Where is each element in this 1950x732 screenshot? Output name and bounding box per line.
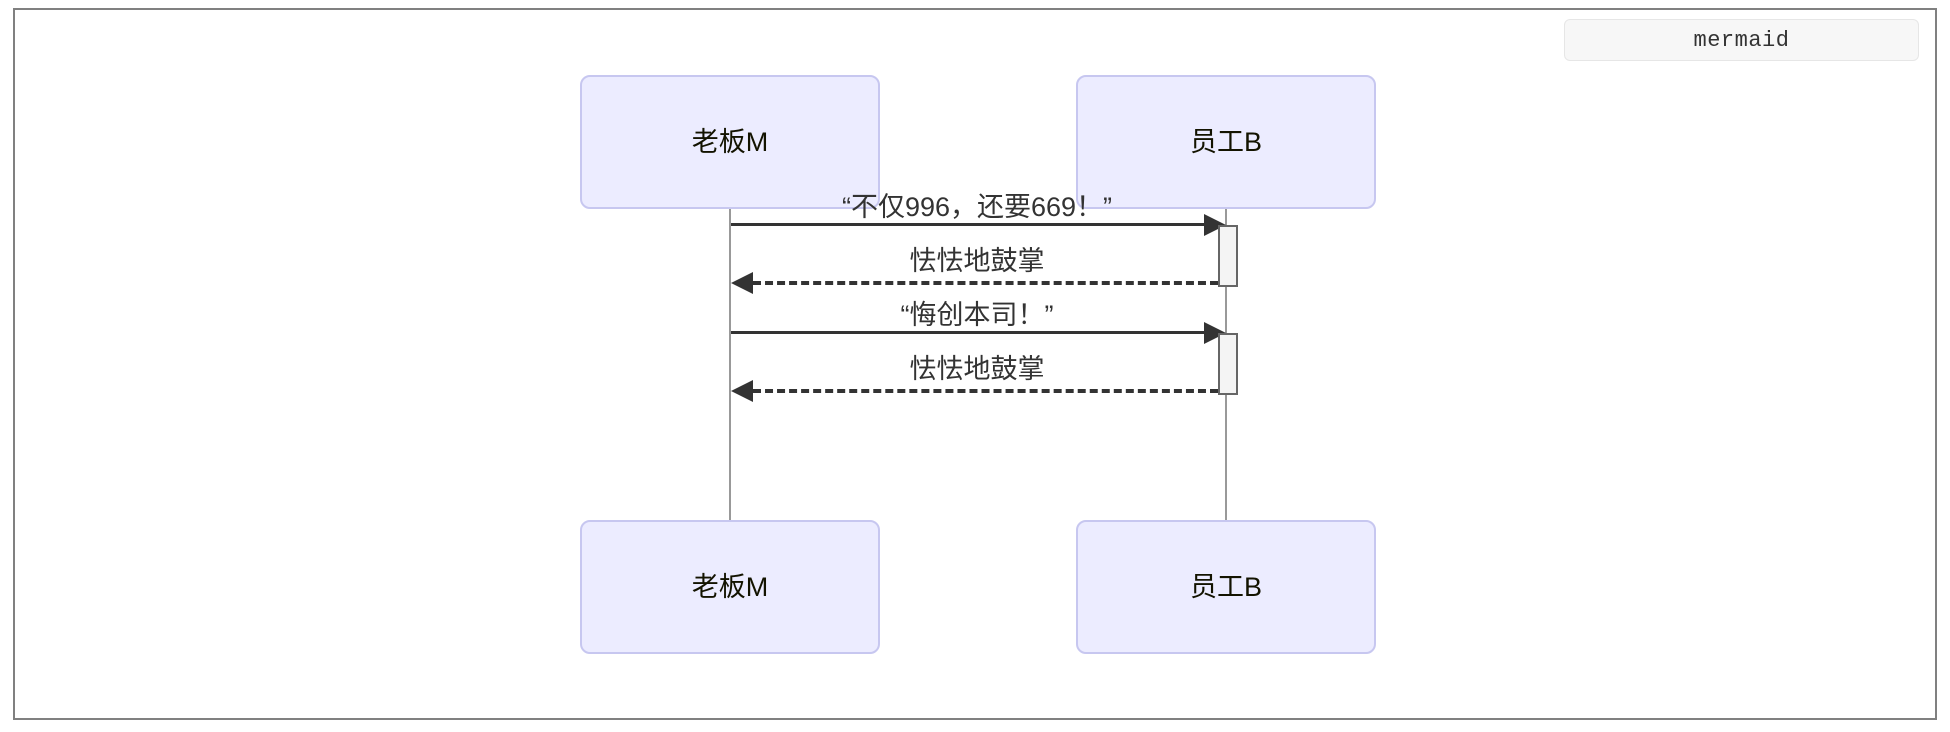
participant-box-employee-top[interactable]: 员工B [1076,75,1376,209]
message-label-4: 怯怯地鼓掌 [909,354,1045,384]
participant-label-boss-bottom: 老板M [691,571,769,602]
message-label-2: 怯怯地鼓掌 [909,246,1045,276]
mermaid-label-chip: mermaid [1564,19,1919,61]
participant-label-employee-top: 员工B [1189,126,1262,157]
mermaid-diagram-frame: mermaid 老板M 员工B “不仅996，还要669！” 怯怯地鼓掌 “悔创… [13,8,1937,720]
participant-label-employee-bottom: 员工B [1189,571,1262,602]
activation-bar-employee-1 [1218,225,1238,287]
participant-box-employee-bottom[interactable]: 员工B [1076,520,1376,654]
message-line-2 [753,281,1218,285]
participant-label-boss-top: 老板M [691,126,769,157]
message-line-1 [731,223,1213,226]
activation-bar-employee-2 [1218,333,1238,395]
message-label-1: “不仅996，还要669！” [841,192,1113,222]
message-label-3: “悔创本司！” [900,300,1054,330]
message-line-3 [731,331,1213,334]
message-line-4 [753,389,1218,393]
participant-box-boss-bottom[interactable]: 老板M [580,520,880,654]
lifeline-boss [729,209,731,521]
message-arrowhead-4 [731,380,753,402]
participant-box-boss-top[interactable]: 老板M [580,75,880,209]
message-arrowhead-2 [731,272,753,294]
